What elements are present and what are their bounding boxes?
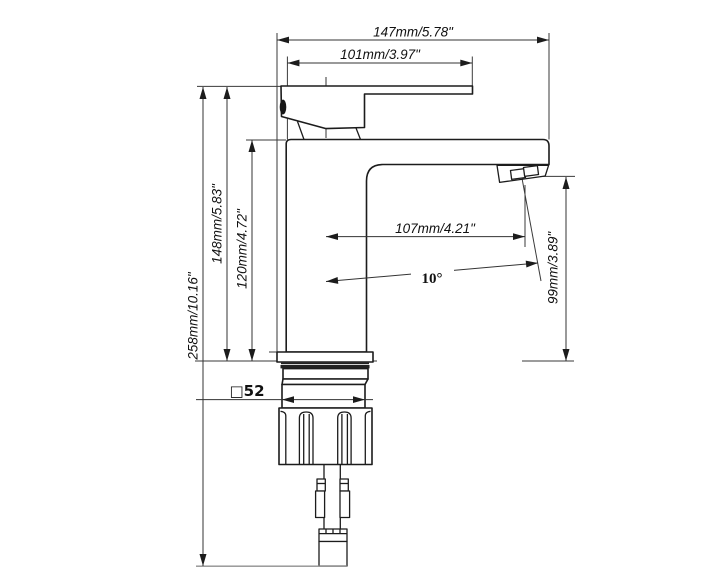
dimension-body-height: 120mm/4.72" (235, 140, 256, 361)
faucet-body-and-spout (285, 138, 550, 353)
dimension-lever-width: 101mm/3.97" (287, 47, 473, 67)
base-step (281, 378, 369, 386)
label-lever-width: 101mm/3.97" (340, 47, 421, 62)
mounting-plate-right (339, 490, 351, 519)
base-gasket (281, 362, 369, 365)
label-base-square: □52 (229, 382, 264, 400)
dimension-handle-height: 148mm/5.83" (210, 87, 231, 361)
base-ring (282, 367, 369, 380)
mounting-nut (278, 407, 373, 466)
base-gasket-band (280, 365, 370, 369)
supply-shank (314, 464, 351, 567)
faucet-outline (276, 85, 550, 567)
label-aerator-angle: 10° (422, 271, 443, 287)
dimension-base-square: □52 (196, 382, 373, 403)
dimension-overall-width: 147mm/5.78" (277, 25, 549, 44)
base-column (281, 383, 366, 409)
handle-lever (280, 85, 474, 130)
label-overall-width: 147mm/5.78" (373, 25, 454, 40)
hose-connector-block (318, 540, 348, 567)
dimension-spout-height: 99mm/3.89" (546, 177, 570, 361)
label-spout-height: 99mm/3.89" (546, 231, 561, 305)
handle-neck-flares (296, 121, 362, 140)
mounting-plate-left (314, 490, 326, 519)
label-spout-reach: 107mm/4.21" (395, 221, 476, 236)
dimension-aerator-angle: 10° (325, 260, 539, 287)
label-body-height: 120mm/4.72" (235, 208, 250, 289)
base-flange (276, 351, 374, 409)
label-overall-height: 258mm/10.16" (186, 271, 201, 361)
handle-indicator-dot (279, 99, 287, 115)
label-handle-height: 148mm/5.83" (210, 183, 225, 264)
aerator (496, 164, 550, 184)
dimension-overall-height: 258mm/10.16" (186, 87, 207, 566)
dimension-spout-reach: 107mm/4.21" (326, 221, 525, 240)
